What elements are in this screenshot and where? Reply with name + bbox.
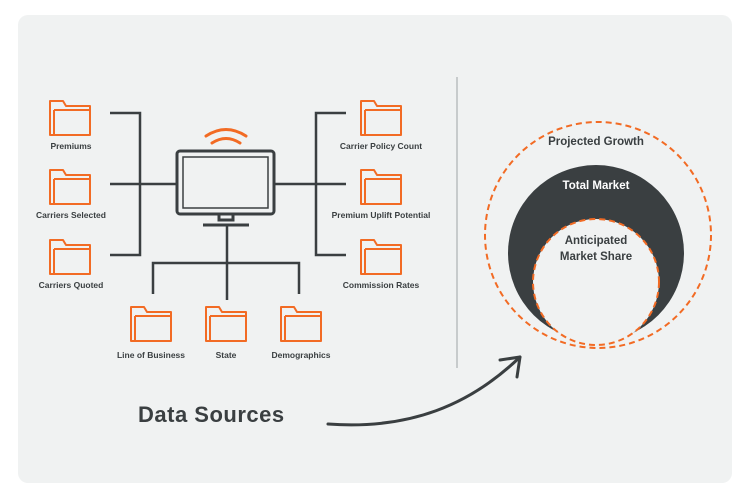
folder-icon xyxy=(280,306,322,342)
folder-icon xyxy=(130,306,172,342)
folder-label-carrier-policy-count: Carrier Policy Count xyxy=(340,141,422,151)
folder-label-state: State xyxy=(216,350,237,360)
folder-icon xyxy=(49,100,91,136)
wifi-signal-icon xyxy=(204,128,248,145)
projected-growth-circle xyxy=(484,121,712,349)
market-circles xyxy=(484,121,712,349)
monitor-icon xyxy=(175,149,276,227)
total-market-label: Total Market xyxy=(563,180,630,192)
projected-growth-label: Projected Growth xyxy=(548,136,644,148)
folder-icon xyxy=(360,239,402,275)
bottom-connector xyxy=(151,226,301,300)
folder-label-carriers-quoted: Carriers Quoted xyxy=(39,280,104,290)
folder-icon xyxy=(360,169,402,205)
folder-icon xyxy=(49,239,91,275)
curved-arrow-icon xyxy=(326,355,522,427)
anticipated-market-share-circle xyxy=(532,218,660,346)
right-connector xyxy=(274,111,346,257)
left-connector xyxy=(110,111,178,257)
folder-label-premiums: Premiums xyxy=(50,141,91,151)
folder-icon xyxy=(49,169,91,205)
folder-label-carriers-selected: Carriers Selected xyxy=(36,210,106,220)
folder-label-premium-uplift-potential: Premium Uplift Potential xyxy=(332,210,431,220)
anticipated-label: Anticipated xyxy=(565,235,628,247)
data-sources-caption: Data Sources xyxy=(138,402,285,427)
folder-label-line-of-business: Line of Business xyxy=(117,350,185,360)
folder-icon xyxy=(360,100,402,136)
folder-label-commission-rates: Commission Rates xyxy=(343,280,420,290)
market-share-label: Market Share xyxy=(560,251,632,263)
folder-label-demographics: Demographics xyxy=(271,350,330,360)
folder-icon xyxy=(205,306,247,342)
